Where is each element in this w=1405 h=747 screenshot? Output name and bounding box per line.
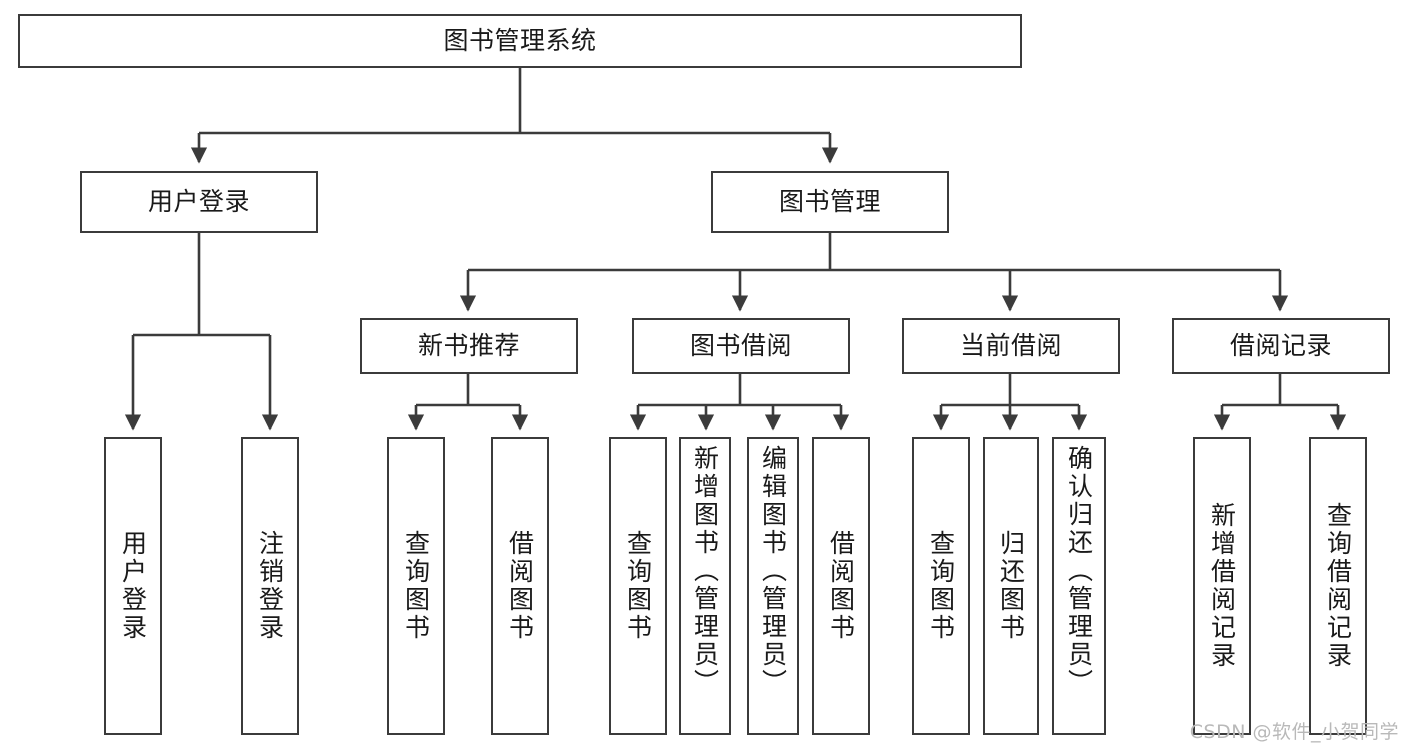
node-borrow-record[interactable]: 借阅记录: [1172, 318, 1390, 374]
leaf-label: 新增图书（管理员）: [690, 445, 720, 697]
leaf-label: 借阅图书: [505, 530, 535, 642]
node-book-borrow-label: 图书借阅: [689, 330, 792, 360]
node-user-login[interactable]: 用户登录: [80, 171, 318, 233]
leaf-book-borrow-add-book-admin[interactable]: 新增图书（管理员）: [679, 437, 731, 735]
leaf-borrow-record-query-record[interactable]: 查询借阅记录: [1309, 437, 1367, 735]
node-borrow-record-label: 借阅记录: [1229, 330, 1332, 360]
leaf-label: 查询借阅记录: [1323, 502, 1353, 670]
leaf-new-book-borrow-book[interactable]: 借阅图书: [491, 437, 549, 735]
node-new-book-recommend[interactable]: 新书推荐: [360, 318, 578, 374]
node-book-management-label: 图书管理: [778, 186, 881, 216]
leaf-label: 借阅图书: [826, 530, 856, 642]
leaf-label: 查询图书: [401, 530, 431, 642]
node-root[interactable]: 图书管理系统: [18, 14, 1022, 68]
node-root-label: 图书管理系统: [443, 25, 597, 55]
leaf-label: 注销登录: [255, 530, 285, 642]
leaf-book-borrow-borrow-book[interactable]: 借阅图书: [812, 437, 870, 735]
node-current-borrow[interactable]: 当前借阅: [902, 318, 1120, 374]
node-book-borrow[interactable]: 图书借阅: [632, 318, 850, 374]
leaf-label: 查询图书: [926, 530, 956, 642]
node-new-book-recommend-label: 新书推荐: [417, 330, 520, 360]
leaf-current-borrow-query-book[interactable]: 查询图书: [912, 437, 970, 735]
leaf-borrow-record-add-record[interactable]: 新增借阅记录: [1193, 437, 1251, 735]
leaf-current-borrow-confirm-return-admin[interactable]: 确认归还（管理员）: [1052, 437, 1106, 735]
leaf-book-borrow-query-book[interactable]: 查询图书: [609, 437, 667, 735]
leaf-user-login-login[interactable]: 用户登录: [104, 437, 162, 735]
leaf-label: 查询图书: [623, 530, 653, 642]
node-user-login-label: 用户登录: [147, 186, 250, 216]
leaf-label: 确认归还（管理员）: [1064, 445, 1094, 697]
leaf-label: 新增借阅记录: [1207, 502, 1237, 670]
leaf-label: 归还图书: [996, 530, 1026, 642]
node-book-management[interactable]: 图书管理: [711, 171, 949, 233]
leaf-book-borrow-edit-book-admin[interactable]: 编辑图书（管理员）: [747, 437, 799, 735]
leaf-new-book-query-book[interactable]: 查询图书: [387, 437, 445, 735]
leaf-label: 用户登录: [118, 530, 148, 642]
leaf-current-borrow-return-book[interactable]: 归还图书: [983, 437, 1039, 735]
leaf-label: 编辑图书（管理员）: [758, 445, 788, 697]
node-current-borrow-label: 当前借阅: [959, 330, 1062, 360]
csdn-watermark: CSDN @软件_小贺同学: [1189, 721, 1399, 743]
leaf-user-login-logout[interactable]: 注销登录: [241, 437, 299, 735]
